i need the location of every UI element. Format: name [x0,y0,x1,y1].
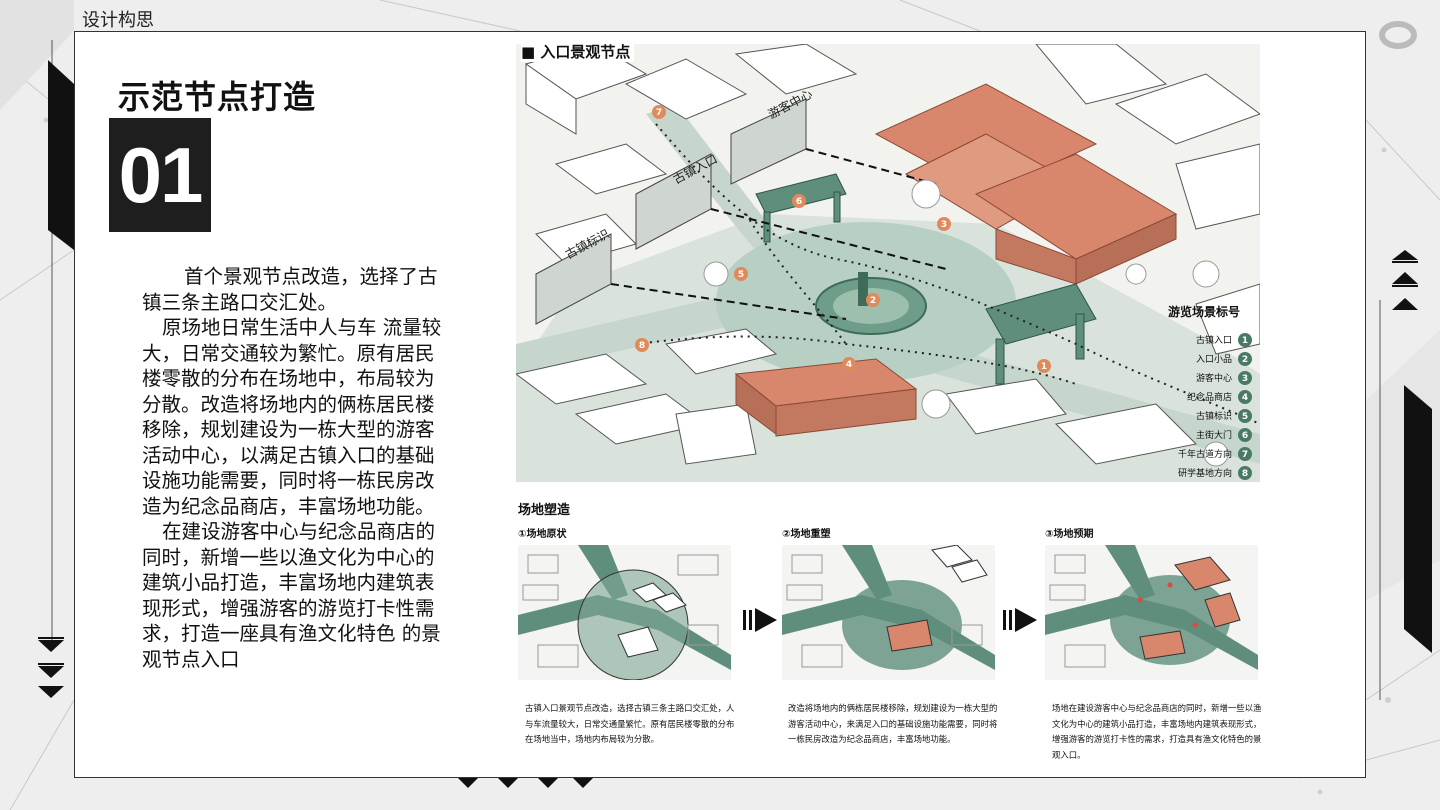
arrow-right-icon-1 [743,608,777,632]
legend-label-4: 纪念品商店 [1187,391,1232,403]
panel-3-label: ③场地预期 [1045,529,1094,540]
ring-icon [1379,21,1417,49]
right-black-bar [1404,385,1432,653]
legend: 游览场景标号 古镇入口 入口小品 游客中心 纪念品商店 古镇标识 主街大门 千年… [1168,304,1252,480]
section-label: 设计构思 [82,10,154,31]
panel-3-text: 场地在建设游客中心与纪念品商店的同时，新增一些以渔文化为中心的建筑小品打造，丰富… [1052,703,1262,760]
svg-text:8: 8 [1242,469,1248,479]
panel-3-expected-site [1045,545,1258,680]
marker-3: 3 [937,217,951,231]
legend-title: 游览场景标号 [1168,304,1240,319]
main-map-heading: ■ 入口景观节点 [521,41,635,62]
panel-2-text: 改造将场地内的俩栋居民楼移除，规划建设为一栋大型的游客活动中心，来满足入口的基础… [788,703,998,744]
billboards [535,98,807,325]
marker-6: 6 [792,194,806,208]
marker-4: 4 [842,357,856,371]
svg-text:7: 7 [656,108,662,118]
panel-1-original-site [518,545,731,680]
down-triangles-icon [38,637,64,698]
panel-2-reshaped-site [782,545,995,680]
section-number: 01 [109,118,211,232]
legend-label-2: 入口小品 [1196,354,1232,365]
site-heading: 场地塑造 [518,503,571,518]
arrow-right-icon-2 [1003,608,1037,632]
svg-text:4: 4 [846,360,852,370]
svg-text:3: 3 [941,220,947,230]
visitor-center-building [874,83,1178,285]
legend-label-6: 主街大门 [1196,429,1232,441]
svg-text:5: 5 [738,270,744,280]
legend-label-1: 古镇入口 [1196,334,1232,346]
svg-text:2: 2 [870,296,876,306]
legend-label-8: 研学基地方向 [1178,467,1232,479]
svg-text:1: 1 [1041,362,1047,372]
entrance-landscape-map: 古镇标识 古镇入口 游客中心 1 2 3 4 5 6 7 8 游览场景标号 古镇… [516,44,1260,482]
up-triangles-icon [1392,250,1418,310]
paragraph-2: 原场地日常生活中人与车 流量较大，日常交通较为繁忙。原有居民楼零散的分布在场地中… [142,316,442,518]
paragraph-1: 首个景观节点改造，选择了古镇三条主路口交汇处。 [142,265,438,314]
panel-2-label: ②场地重塑 [782,529,831,540]
marker-5: 5 [734,267,748,281]
svg-text:5: 5 [1242,412,1248,422]
svg-text:4: 4 [1242,393,1248,403]
bottom-triangles-icon [458,778,593,788]
panel-1-label: ①场地原状 [518,529,567,540]
svg-text:6: 6 [796,197,802,207]
marker-2: 2 [866,293,880,307]
page-title: 示范节点打造 [118,78,317,116]
legend-label-7: 千年古道方向 [1178,448,1232,460]
svg-text:8: 8 [639,341,645,351]
panel-1-text: 古镇入口景观节点改造，选择古镇三条主路口交汇处，人与车流量较大，日常交通量繁忙。… [525,703,735,744]
svg-text:3: 3 [1242,374,1248,384]
marker-7: 7 [652,105,666,119]
svg-text:6: 6 [1242,431,1248,441]
marker-1: 1 [1037,359,1051,373]
svg-text:2: 2 [1242,355,1248,365]
legend-label-5: 古镇标识 [1196,410,1232,422]
marker-8: 8 [635,338,649,352]
svg-text:1: 1 [1242,336,1248,346]
souvenir-shop-building [734,358,918,437]
legend-label-3: 游客中心 [1196,372,1232,384]
paragraph-3: 在建设游客中心与纪念品商店的同时，新增一些以渔文化为中心的建筑小品打造，丰富场地… [142,520,441,671]
svg-text:7: 7 [1242,450,1248,460]
description-text: 首个景观节点改造，选择了古镇三条主路口交汇处。 原场地日常生活中人与车 流量较大… [142,264,442,672]
left-black-bar [48,60,74,250]
